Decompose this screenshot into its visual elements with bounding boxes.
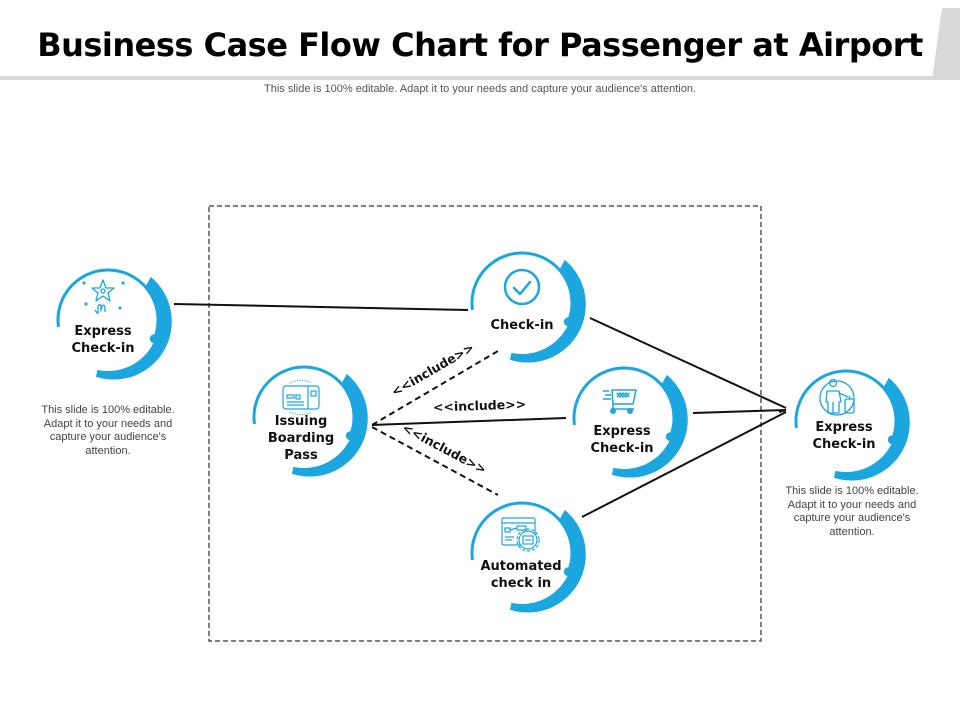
actor-left-label-line1: Express — [74, 324, 132, 339]
system-boundary — [208, 205, 762, 642]
usecase-boarding-label-line3: Pass — [284, 448, 318, 463]
usecase-boarding-thick-arc — [291, 373, 368, 477]
usecase-boarding-thin-ring — [252, 365, 356, 437]
usecase-automated-label[interactable]: Automated check in — [466, 558, 576, 592]
star-hand-icon — [82, 279, 125, 315]
usecase-automated-label-line1: Automated — [480, 559, 562, 574]
actor-left-thin-ring — [56, 268, 160, 340]
checkmark-circle-icon — [503, 268, 541, 306]
actor-right-label[interactable]: Express Check-in — [789, 419, 899, 453]
include-connector-middle — [371, 417, 567, 426]
actor-arrow-tip — [778, 409, 787, 413]
actor-left-label-line2: Check-in — [71, 341, 135, 356]
usecase-checkin-thin-ring — [470, 251, 574, 323]
usecase-express-label-line1: Express — [593, 424, 651, 439]
usecase-boarding-label-line2: Boarding — [267, 431, 335, 446]
usecase-express-thick-arc — [611, 374, 688, 478]
actor-right-thick-arc — [833, 377, 910, 481]
usecase-express-label[interactable]: Express Check-in — [567, 423, 677, 457]
actor-left-thick-arc — [95, 276, 172, 380]
usecase-express-label-line2: Check-in — [590, 441, 654, 456]
node-rings — [56, 251, 910, 613]
title-bar — [0, 0, 960, 80]
automated-screen-gear-icon — [501, 517, 540, 552]
usecase-checkin-label[interactable]: Check-in — [467, 317, 577, 334]
actor-right-thin-ring — [794, 369, 898, 441]
connector-express-right-actor — [692, 409, 787, 414]
page-title: Business Case Flow Chart for Passenger a… — [37, 26, 923, 64]
passenger-luggage-icon — [819, 378, 855, 416]
usecase-automated-thin-ring — [470, 501, 574, 573]
actor-left-label[interactable]: Express Check-in — [48, 323, 158, 357]
connector-automated-right-actor — [581, 411, 787, 518]
boarding-pass-machine-icon — [282, 379, 320, 416]
usecase-boarding-label-line1: Issuing — [274, 414, 328, 429]
actor-right-label-line1: Express — [815, 420, 873, 435]
usecase-checkin-thick-arc — [509, 259, 586, 363]
connector-checkin-right-actor — [589, 317, 787, 409]
usecase-checkin-label-line1: Check-in — [490, 318, 554, 333]
title-underline — [0, 76, 945, 80]
actor-right-label-line2: Check-in — [812, 437, 876, 452]
include-connector-top — [371, 350, 499, 426]
usecase-boarding-label[interactable]: Issuing Boarding Pass — [246, 413, 356, 464]
page-subtitle: This slide is 100% editable. Adapt it to… — [264, 83, 696, 95]
express-cart-icon — [603, 389, 637, 414]
usecase-automated-label-line2: check in — [490, 576, 552, 591]
usecase-express-thin-ring — [572, 366, 676, 438]
actor-right-note: This slide is 100% editable. Adapt it to… — [785, 485, 919, 538]
include-connector-bottom — [371, 426, 499, 496]
usecase-automated-thick-arc — [509, 509, 586, 613]
connector-left-actor-checkin — [173, 303, 469, 311]
actor-left-note: This slide is 100% editable. Adapt it to… — [41, 404, 175, 457]
